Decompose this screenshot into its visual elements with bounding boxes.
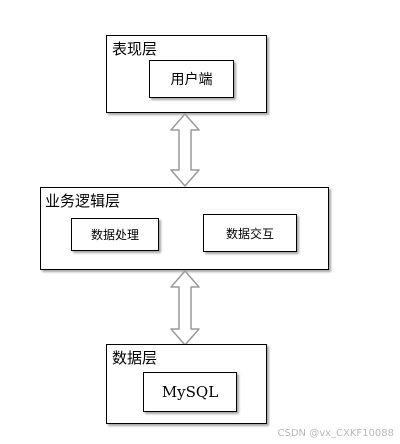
double-arrow-bottom-shape [170,270,200,346]
mysql-node: MySQL [143,372,237,412]
data-interaction-node: 数据交互 [203,214,297,252]
double-arrow-top-shape [170,113,200,187]
data-processing-node: 数据处理 [71,218,159,251]
watermark: CSDN @vx_CXKF10088 [277,428,394,439]
client-node: 用户端 [149,60,234,98]
presentation-layer: 表现层 用户端 [106,35,267,113]
business-logic-layer-title: 业务逻辑层 [45,192,121,210]
presentation-layer-title: 表现层 [112,40,158,58]
data-layer-title: 数据层 [112,349,158,367]
business-logic-layer: 业务逻辑层 数据处理 数据交互 [40,187,329,270]
double-arrow-top [170,113,200,187]
data-layer: 数据层 MySQL [106,344,267,424]
double-arrow-bottom [170,270,200,346]
